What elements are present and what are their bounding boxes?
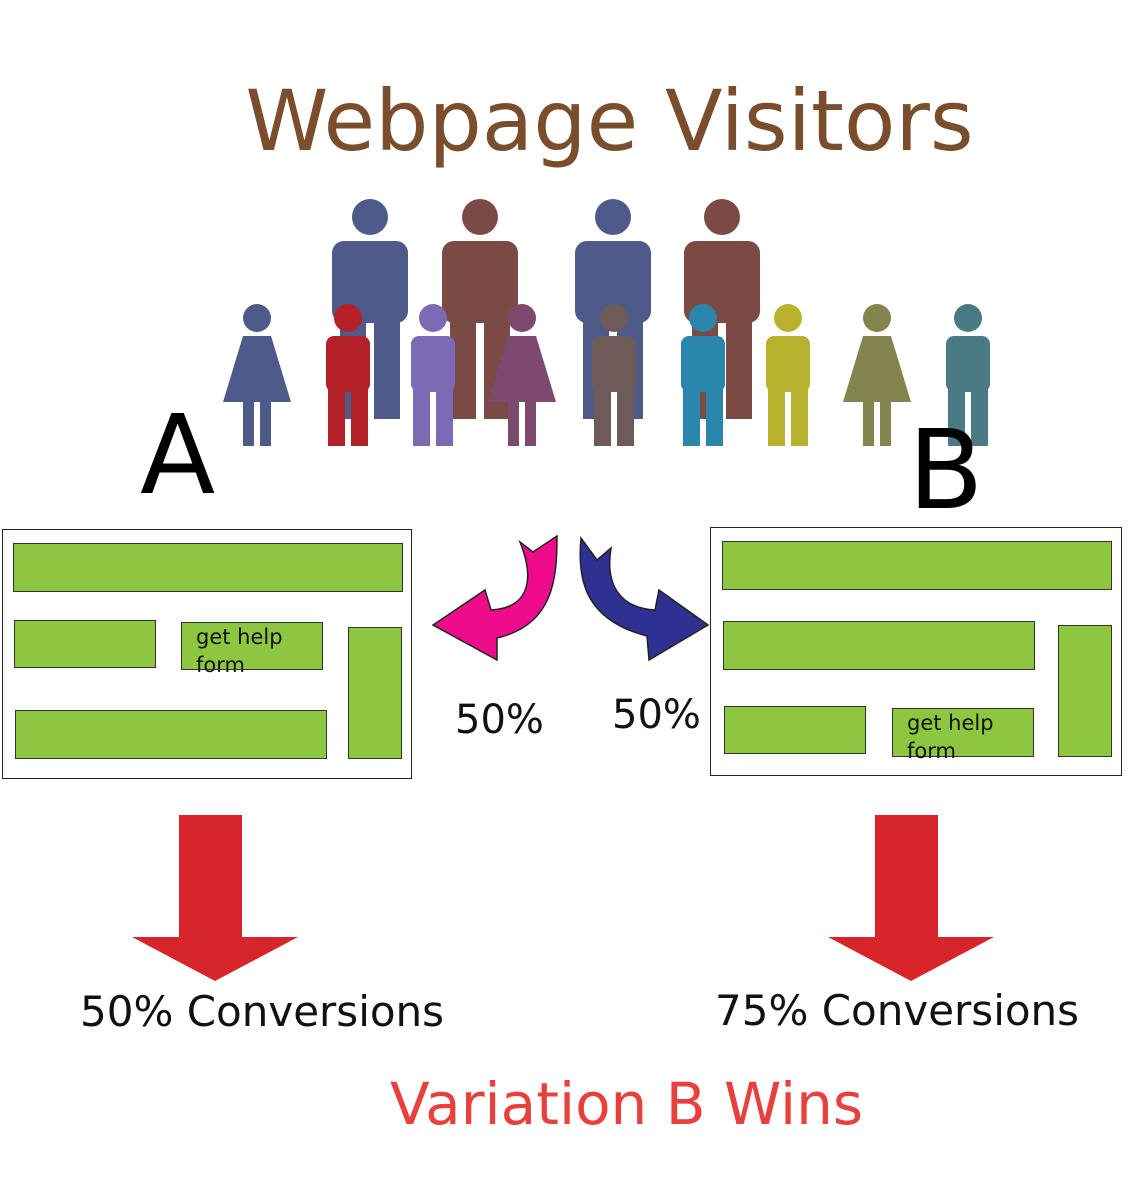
sidebar-block [348, 627, 402, 759]
form-label: get help form [196, 625, 283, 677]
conclusion-text: Variation B Wins [390, 1070, 864, 1138]
get-help-form-block: get help form [181, 622, 323, 677]
person-icon [681, 304, 725, 446]
footer-block [15, 710, 327, 759]
form-label: get help form [907, 711, 994, 763]
header-block [722, 541, 1112, 590]
variant-a-label: A [140, 391, 216, 519]
variant-b-split: 50% [612, 692, 701, 738]
content-block [723, 621, 1035, 670]
variant-a-page-mock: get help form [2, 529, 412, 779]
down-arrow-icon [132, 815, 298, 981]
content-block [14, 620, 156, 668]
curved-arrow-left-icon [431, 534, 558, 662]
person-icon [843, 304, 911, 446]
diagram-title: Webpage Visitors [245, 72, 974, 170]
curved-arrow-right-icon [579, 535, 710, 662]
visitors-crowd [223, 199, 990, 446]
person-icon [411, 304, 455, 446]
variant-a-split: 50% [455, 697, 544, 743]
person-icon [766, 304, 810, 446]
header-block [13, 543, 403, 592]
sidebar-block [1058, 625, 1112, 757]
variant-b-label: B [908, 406, 984, 534]
variant-b-page-mock: get help form [710, 527, 1122, 776]
variant-a-result: 50% Conversions [80, 987, 445, 1036]
down-arrow-icon [828, 815, 994, 981]
variant-b-result: 75% Conversions [715, 986, 1080, 1035]
secondary-block [724, 706, 866, 754]
person-icon [223, 304, 291, 446]
split-arrows [431, 534, 710, 662]
get-help-form-block: get help form [892, 708, 1034, 763]
